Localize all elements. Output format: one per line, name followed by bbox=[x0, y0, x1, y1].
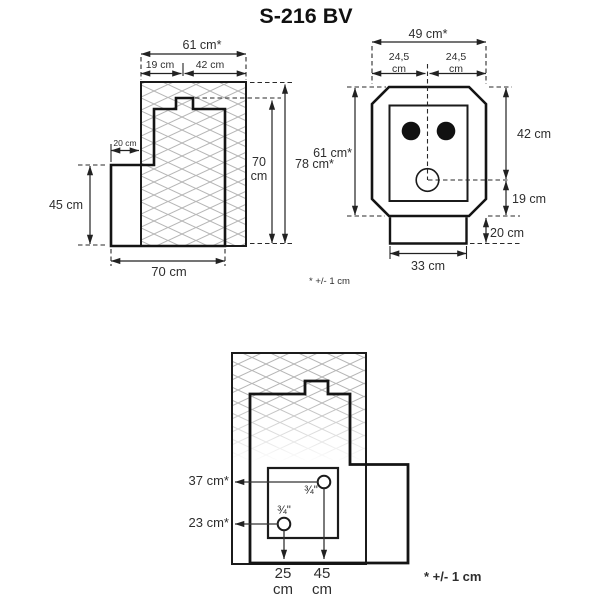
back-upper-size-label: ¾" bbox=[304, 485, 318, 497]
front-valve-to-bottom-label: 19 cm bbox=[512, 192, 547, 206]
stove-back-profile bbox=[248, 379, 410, 565]
side-hearth-height-label: 45 cm bbox=[48, 198, 84, 212]
side-bottom-width-label: 70 cm bbox=[151, 264, 187, 279]
base-pedestal bbox=[388, 217, 468, 245]
wall-hatch-faded bbox=[232, 353, 366, 564]
back-lower-offset-label: 25 cm bbox=[273, 565, 293, 599]
back-upper-height-label: 37 cm* bbox=[188, 473, 229, 488]
front-view bbox=[347, 38, 520, 259]
stove-body-outline bbox=[370, 85, 488, 218]
side-top-width-label: 61 cm* bbox=[182, 38, 222, 52]
stove-profile bbox=[109, 96, 227, 248]
side-stove-height-label: 70 cm bbox=[250, 155, 268, 183]
hotplate-left bbox=[401, 121, 421, 141]
front-top-width-label: 49 cm* bbox=[408, 27, 448, 41]
back-view bbox=[231, 352, 410, 565]
hotplate-right bbox=[436, 121, 456, 141]
drawing-title: S-216 BV bbox=[259, 4, 353, 28]
back-lower-size-label: ¾" bbox=[277, 505, 291, 517]
side-total-height-label: 78 cm* bbox=[295, 157, 334, 171]
front-half-left-label: 24,5 cm bbox=[388, 51, 410, 75]
tolerance-note-bold: * +/- 1 cm bbox=[424, 569, 482, 584]
front-half-right-label: 24,5 cm bbox=[445, 51, 467, 75]
side-view bbox=[78, 50, 294, 266]
back-upper-offset-label: 45 cm bbox=[312, 565, 332, 599]
back-lower-height-label: 23 cm* bbox=[188, 515, 229, 530]
side-back-width-label: 19 cm bbox=[145, 59, 175, 71]
tolerance-note: * +/- 1 cm bbox=[309, 276, 350, 287]
connection-box bbox=[266, 466, 340, 540]
front-top-to-valve-label: 42 cm bbox=[517, 127, 552, 141]
front-base-height-label: 20 cm bbox=[490, 226, 525, 240]
side-front-width-label: 42 cm bbox=[195, 59, 225, 71]
door-frame bbox=[388, 104, 469, 202]
front-base-width-label: 33 cm bbox=[410, 259, 446, 273]
side-hearth-depth-label: 20 cm bbox=[113, 138, 137, 148]
front-body-height-label: 61 cm* bbox=[313, 146, 352, 160]
